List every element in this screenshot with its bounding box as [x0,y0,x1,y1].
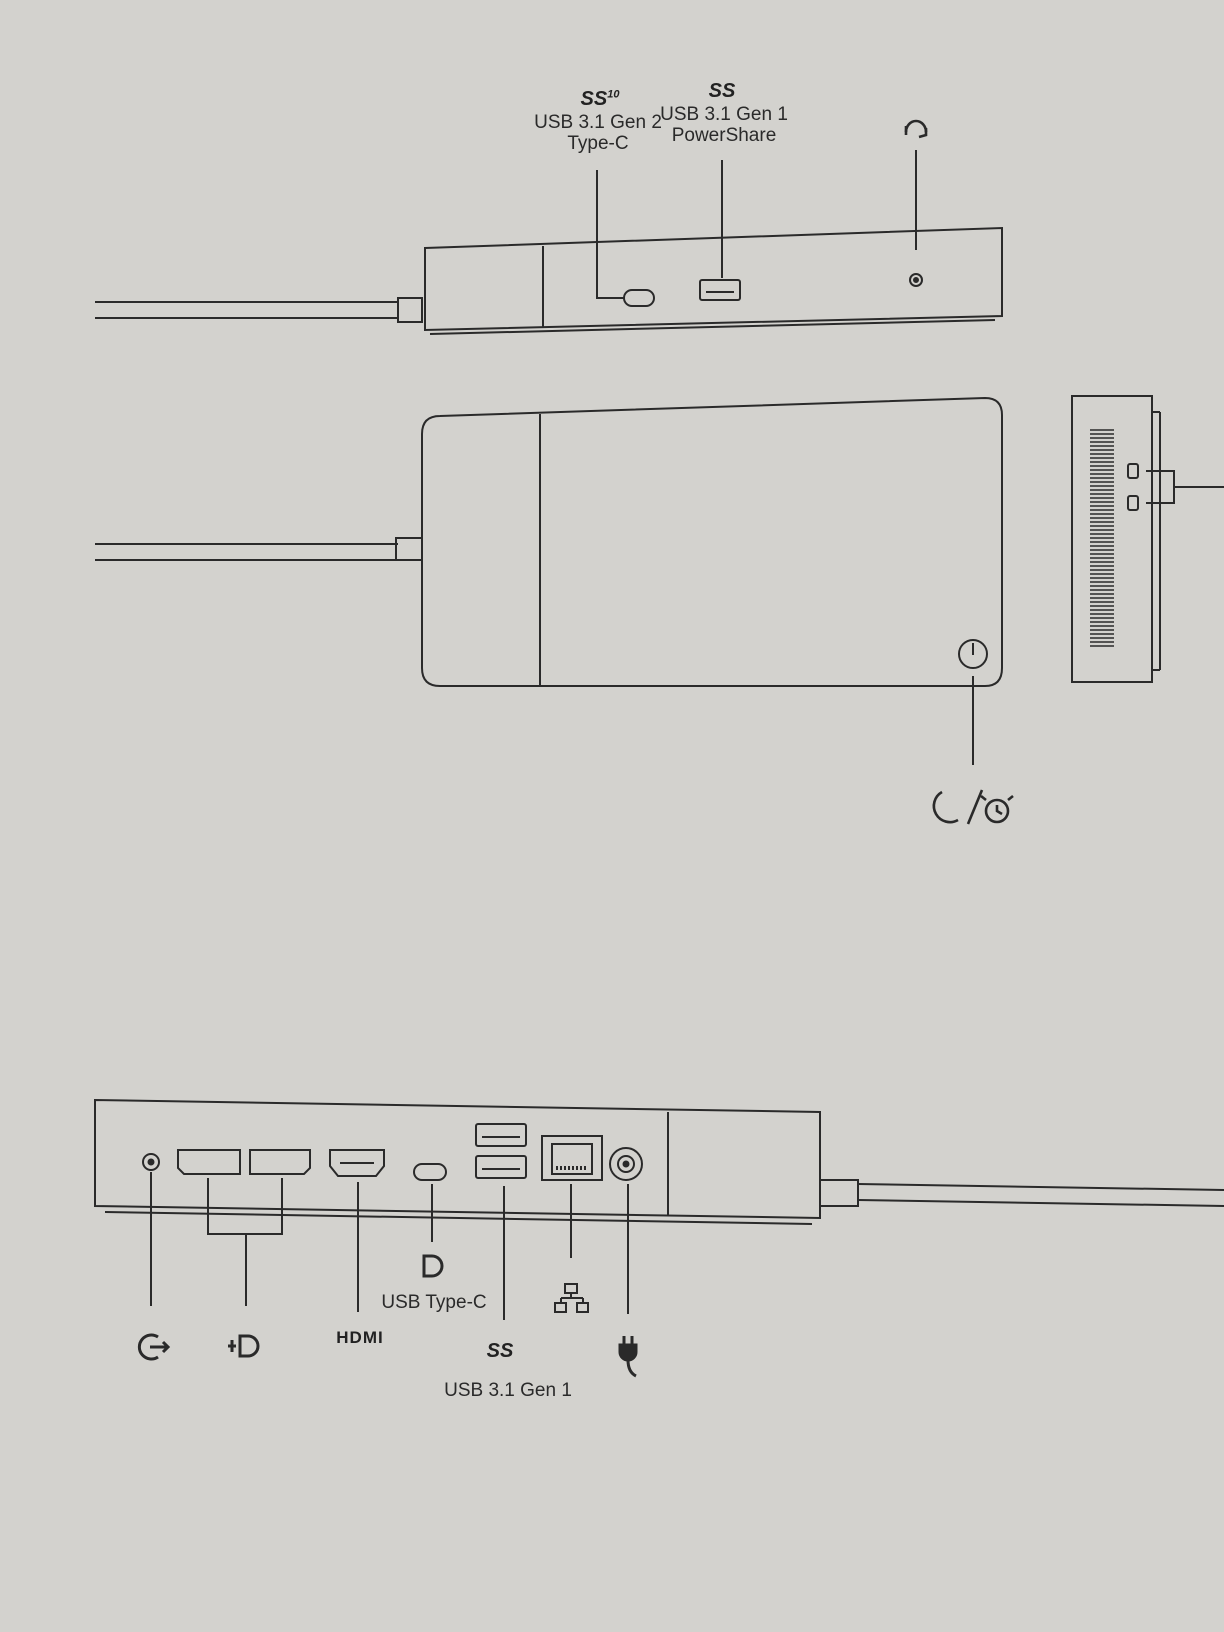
rear-cable-bottom [857,1199,1224,1207]
rear-cable-strain-relief [819,1179,859,1207]
rear-power-port [609,1147,643,1181]
rear-usbc-port [413,1163,447,1181]
front-usba-port [699,279,741,301]
front-usbc-line1: USB 3.1 Gen 2 [534,112,662,133]
front-usba-label: USB 3.1 Gen 1 PowerShare [660,104,788,146]
side-port-2 [1127,495,1139,511]
front-usbc-ss-logo: SS10 [581,88,620,111]
front-usba-line1: USB 3.1 Gen 1 [660,104,788,125]
side-dock-body [1071,395,1153,683]
front-usbc-line2: Type-C [567,133,629,154]
power-plug-icon [618,1336,638,1378]
rear-view [94,1098,1224,1378]
rear-displayport-bracket [207,1178,283,1235]
network-icon [554,1283,589,1313]
audio-out-icon [137,1333,171,1361]
rear-hdmi-label: HDMI [336,1328,384,1347]
top-view [95,396,1014,825]
top-cable-strain-relief [395,537,423,561]
power-button [958,639,988,669]
front-dock-base [429,319,996,335]
front-cable-strain-relief [397,297,423,323]
sleep-wake-icon [932,789,1014,825]
rear-displayport-1 [177,1149,241,1175]
front-dock-body [424,226,1003,332]
front-headset-jack [909,273,923,287]
front-usbc-port [623,289,655,307]
front-usbc-label: USB 3.1 Gen 2 Type-C [534,112,662,154]
rear-usba-label: USB 3.1 Gen 1 [444,1380,572,1401]
front-usba-ss-logo: SS [708,80,736,102]
front-usba-line2: PowerShare [671,125,777,146]
rear-cable-top [857,1183,1224,1191]
rear-dock-body [94,1098,821,1220]
rear-usba-ss-logo: SS [486,1340,514,1362]
rear-hdmi-port [329,1149,385,1177]
top-dock-body [421,396,1003,687]
displayport-icon [228,1334,260,1358]
side-vent-grille [1090,429,1114,647]
rear-usba-port-1 [475,1123,527,1147]
rear-usbc-label: USB Type-C [381,1292,487,1313]
usbc-displayport-icon [422,1254,444,1278]
side-port-1 [1127,463,1139,479]
rear-ethernet-port [541,1135,603,1181]
ss-logo-sup: 10 [607,88,620,101]
front-view [95,119,1003,335]
rear-displayport-2 [249,1149,311,1175]
ss-logo-text: SS [580,88,608,110]
front-usbc-leader [596,170,624,299]
rear-dock-base [104,1211,813,1225]
headset-icon [904,119,928,139]
rear-audio-jack [142,1153,160,1171]
side-view [1071,395,1224,683]
rear-usba-port-2 [475,1155,527,1179]
